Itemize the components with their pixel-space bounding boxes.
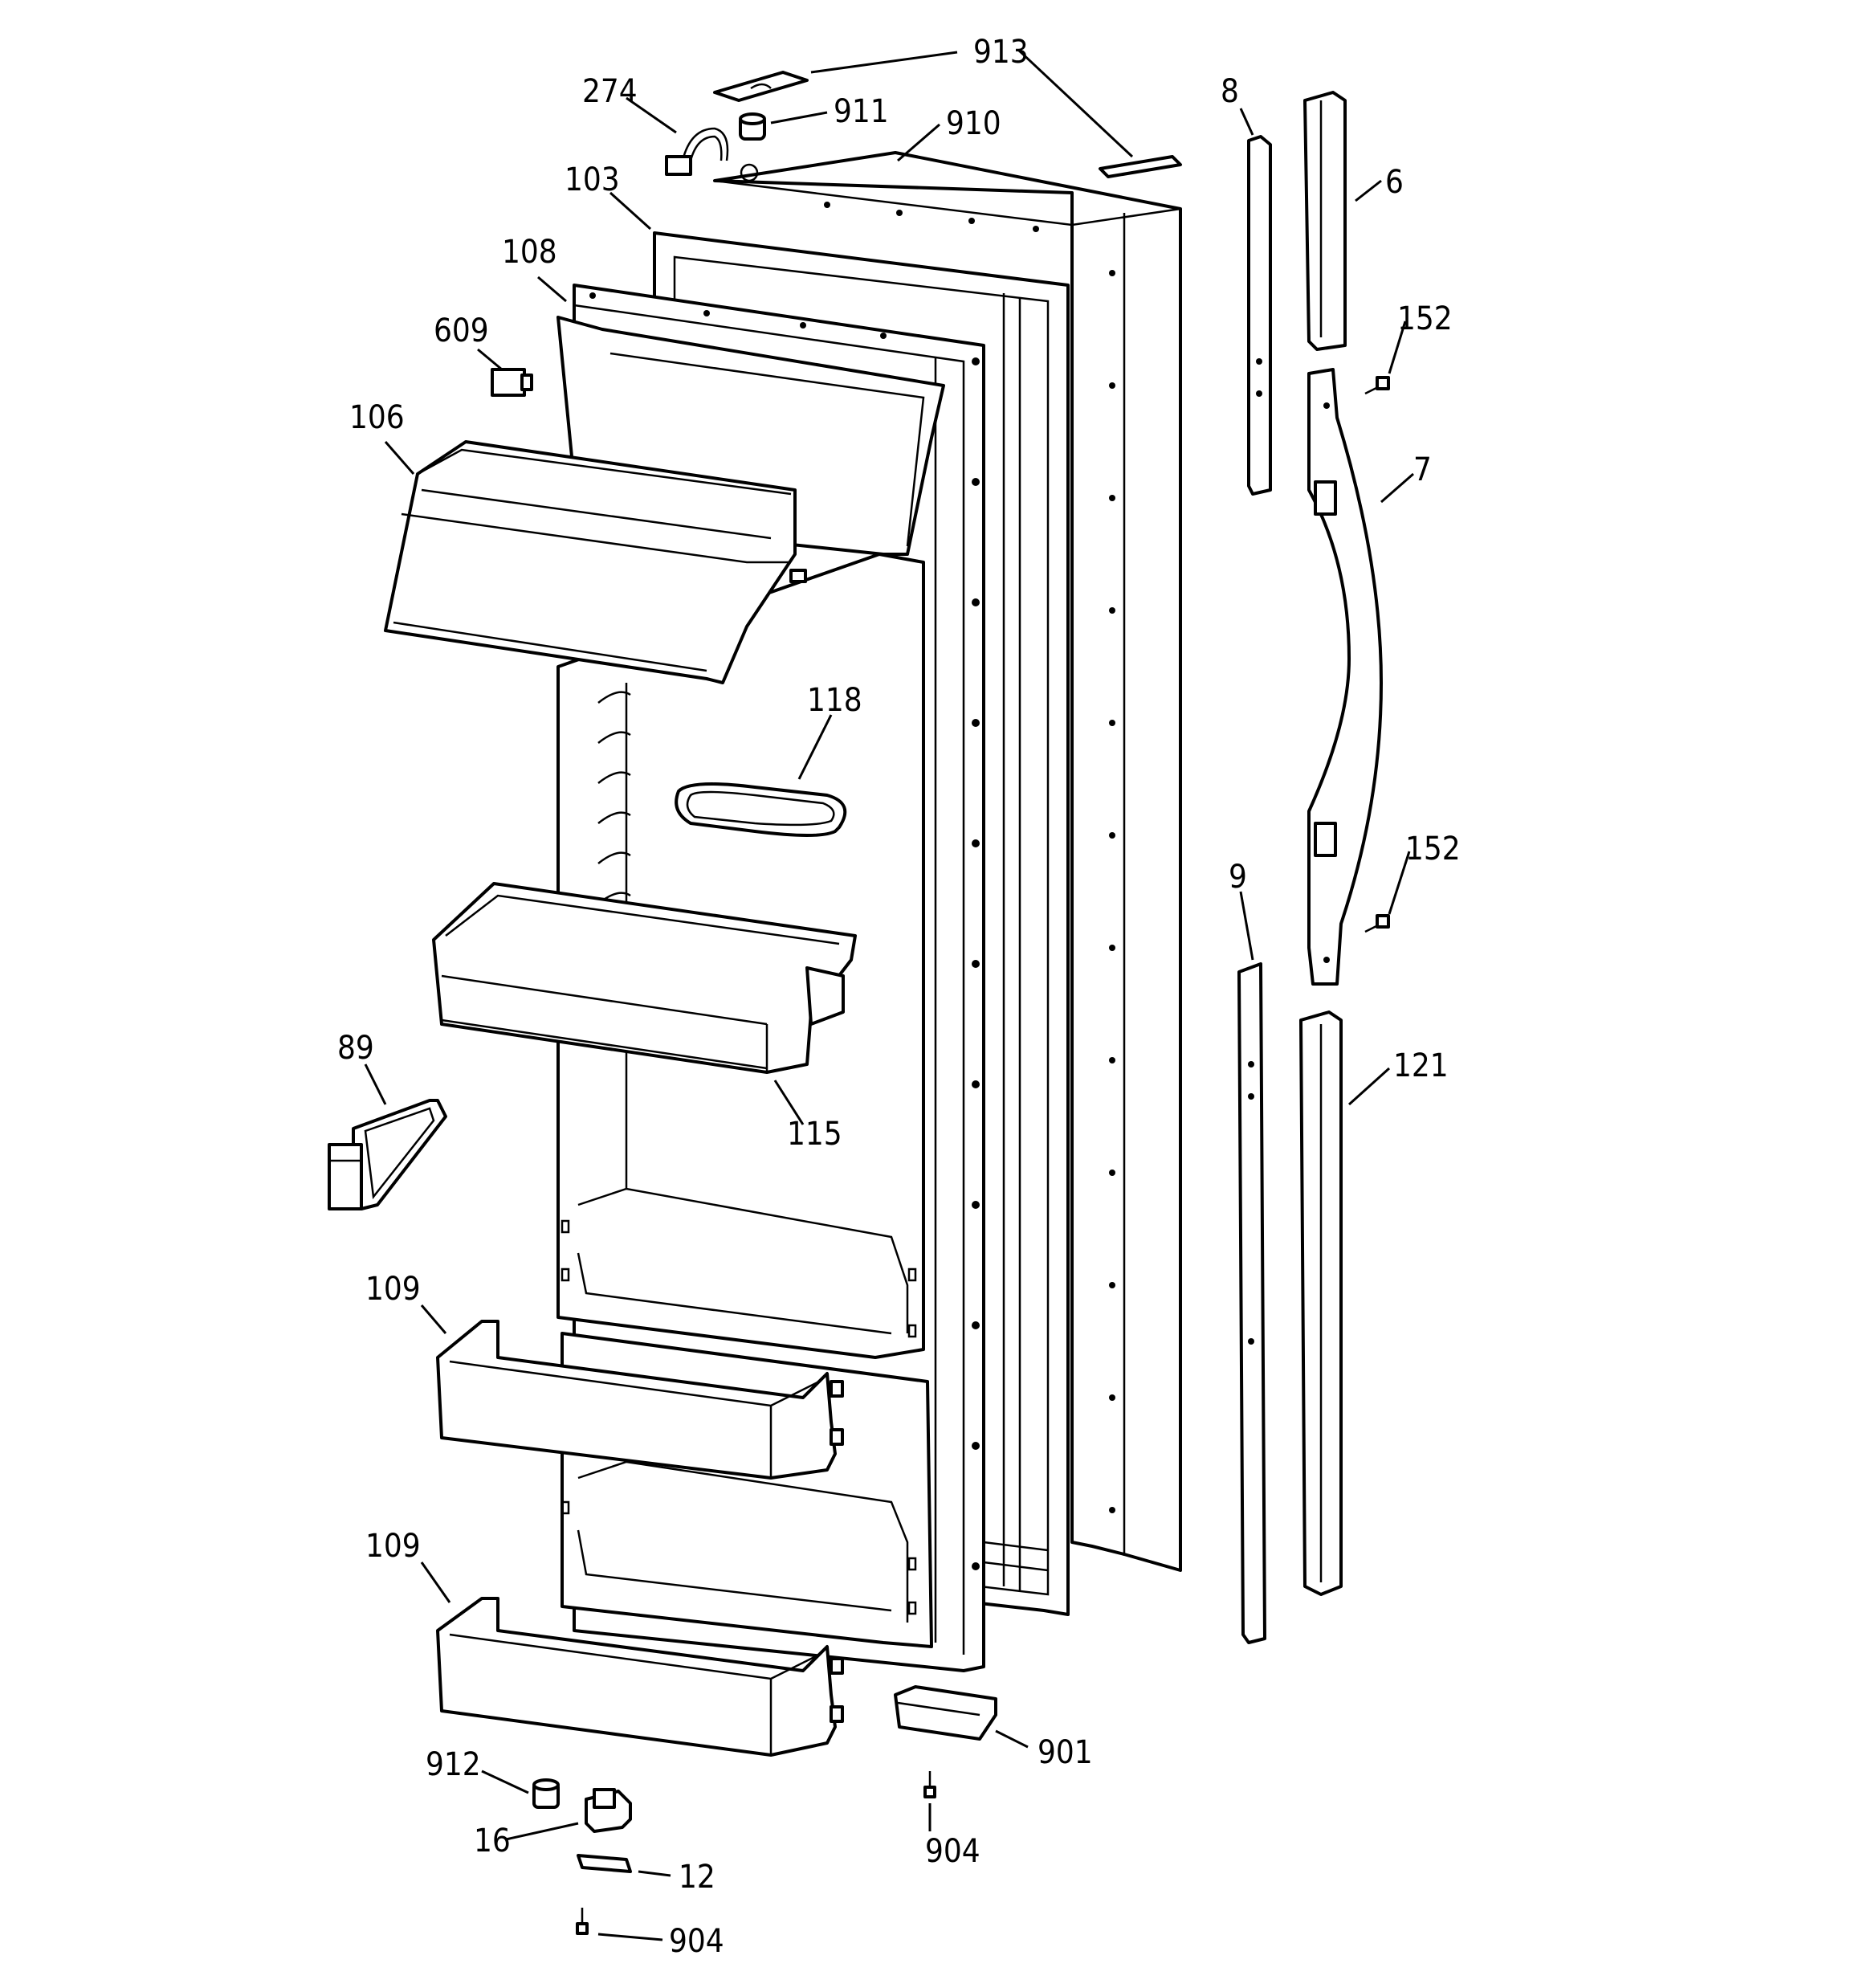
door-shelf-bin-upper [436, 1320, 844, 1480]
screw-152-bottom [1364, 914, 1390, 933]
label-911: 911 [834, 93, 889, 130]
bushing-912 [532, 1778, 560, 1809]
label-103: 103 [565, 161, 620, 198]
label-12: 12 [679, 1859, 715, 1896]
shim-pad [1099, 155, 1182, 178]
label-89: 89 [337, 1030, 374, 1067]
screw-904-left [576, 1908, 589, 1935]
label-109-lower: 109 [365, 1528, 421, 1565]
trim-strip-8 [1247, 135, 1272, 496]
label-7: 7 [1413, 451, 1432, 488]
label-106: 106 [349, 399, 405, 436]
label-913: 913 [973, 34, 1029, 71]
hinge-shim-12 [577, 1854, 632, 1873]
trim-strip-9 [1237, 962, 1266, 1644]
label-274: 274 [582, 73, 638, 110]
screw-152-top [1364, 376, 1390, 395]
switch-609 [491, 368, 533, 397]
label-8: 8 [1221, 73, 1239, 110]
label-152-top: 152 [1397, 300, 1453, 337]
hinge-cover [894, 1685, 997, 1741]
screw-904-right [923, 1771, 936, 1798]
label-108: 108 [502, 234, 557, 271]
label-118: 118 [807, 682, 862, 719]
hinge-16 [585, 1788, 632, 1833]
label-121: 121 [1393, 1047, 1449, 1084]
handle-cap-6 [1303, 91, 1347, 351]
outer-door-panel [713, 151, 1182, 1572]
label-609: 609 [434, 312, 489, 349]
label-904-left: 904 [669, 1923, 724, 1960]
door-bin [432, 882, 857, 1074]
label-115: 115 [787, 1116, 842, 1153]
wire-harness [665, 127, 729, 176]
label-16: 16 [474, 1823, 511, 1859]
leader-lines [364, 48, 1414, 1941]
dairy-compartment-door [384, 440, 807, 684]
light-switch-assembly [328, 1099, 447, 1210]
label-910: 910 [946, 105, 1001, 142]
label-901: 901 [1037, 1734, 1093, 1771]
label-904-right: 904 [925, 1833, 980, 1870]
label-6: 6 [1385, 164, 1404, 201]
callout-labels: 913 274 911 910 103 108 609 106 118 89 1… [337, 34, 1461, 1960]
label-9: 9 [1229, 859, 1247, 896]
door-shelf-bin-lower [436, 1597, 844, 1757]
top-trim-cover [713, 71, 809, 102]
label-912: 912 [426, 1746, 481, 1783]
label-152-bottom: 152 [1405, 831, 1461, 867]
door-stop-plug [739, 112, 766, 141]
handle-trim-121 [1299, 1010, 1343, 1596]
label-109-upper: 109 [365, 1271, 421, 1308]
egg-tray [675, 782, 847, 837]
handle-7 [1307, 368, 1383, 986]
